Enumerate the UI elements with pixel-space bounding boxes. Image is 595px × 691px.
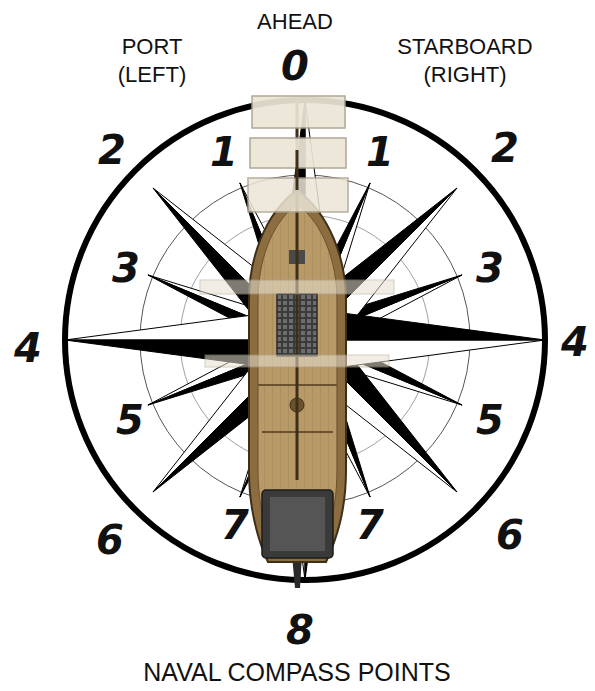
compass-point-number: 8 — [286, 610, 314, 650]
ship — [200, 96, 394, 588]
compass-point-number: 4 — [561, 322, 589, 362]
compass-point-number: 1 — [210, 132, 238, 172]
compass-point-number: 3 — [476, 248, 504, 288]
compass-point-number: 6 — [96, 520, 124, 560]
compass-rose — [65, 100, 545, 580]
compass-point-number: 5 — [116, 400, 144, 440]
diagram-title: NAVAL COMPASS POINTS — [143, 660, 450, 685]
bowsprit — [296, 150, 299, 190]
cabin-roof — [270, 497, 325, 551]
compass-point-number: 7 — [356, 505, 384, 545]
compass-point-number: 2 — [491, 128, 519, 168]
sail — [252, 96, 345, 128]
compass-point-number: 5 — [476, 400, 504, 440]
sail — [200, 280, 394, 294]
outer-ring — [65, 100, 545, 580]
compass-point-number: 2 — [98, 130, 126, 170]
compass-point-number: 3 — [112, 248, 140, 288]
compass-point-number: 7 — [221, 505, 249, 545]
direction-label: PORT (LEFT) — [107, 33, 197, 88]
compass-point-number: 1 — [366, 132, 394, 172]
direction-label: AHEAD — [257, 8, 333, 36]
compass-point-number: 4 — [14, 328, 42, 368]
stern-cabin — [262, 490, 333, 558]
compass-point-number: 0 — [281, 46, 309, 86]
sail — [205, 355, 389, 367]
compass-point-number: 6 — [496, 515, 524, 555]
direction-label: STARBOARD (RIGHT) — [380, 33, 550, 88]
